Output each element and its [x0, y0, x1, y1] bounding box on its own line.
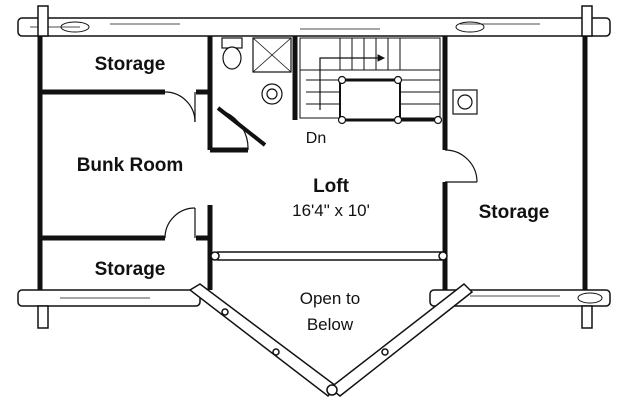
doors [164, 91, 478, 239]
bath-fixtures [221, 37, 292, 105]
open-to-below-line1: Open to [300, 289, 361, 308]
stair-down-label: Dn [306, 130, 326, 147]
interior-walls [40, 36, 448, 290]
stairs [299, 37, 443, 125]
corner-posts [37, 5, 593, 329]
stove-icon [452, 89, 478, 115]
storage-bottom-left-label: Storage [95, 259, 166, 280]
open-to-below-line2: Below [307, 315, 354, 334]
top-log-wall [17, 17, 611, 37]
bunk-room-label: Bunk Room [77, 155, 184, 176]
bottom-log-wall [17, 289, 611, 307]
storage-right-label: Storage [479, 202, 550, 223]
bay-window [188, 283, 474, 398]
storage-top-left-label: Storage [95, 54, 166, 75]
loft-size-label: 16'4" x 10' [292, 201, 370, 220]
loft-railing [210, 251, 448, 261]
loft-label: Loft [313, 176, 350, 197]
exterior-walls [37, 36, 588, 290]
